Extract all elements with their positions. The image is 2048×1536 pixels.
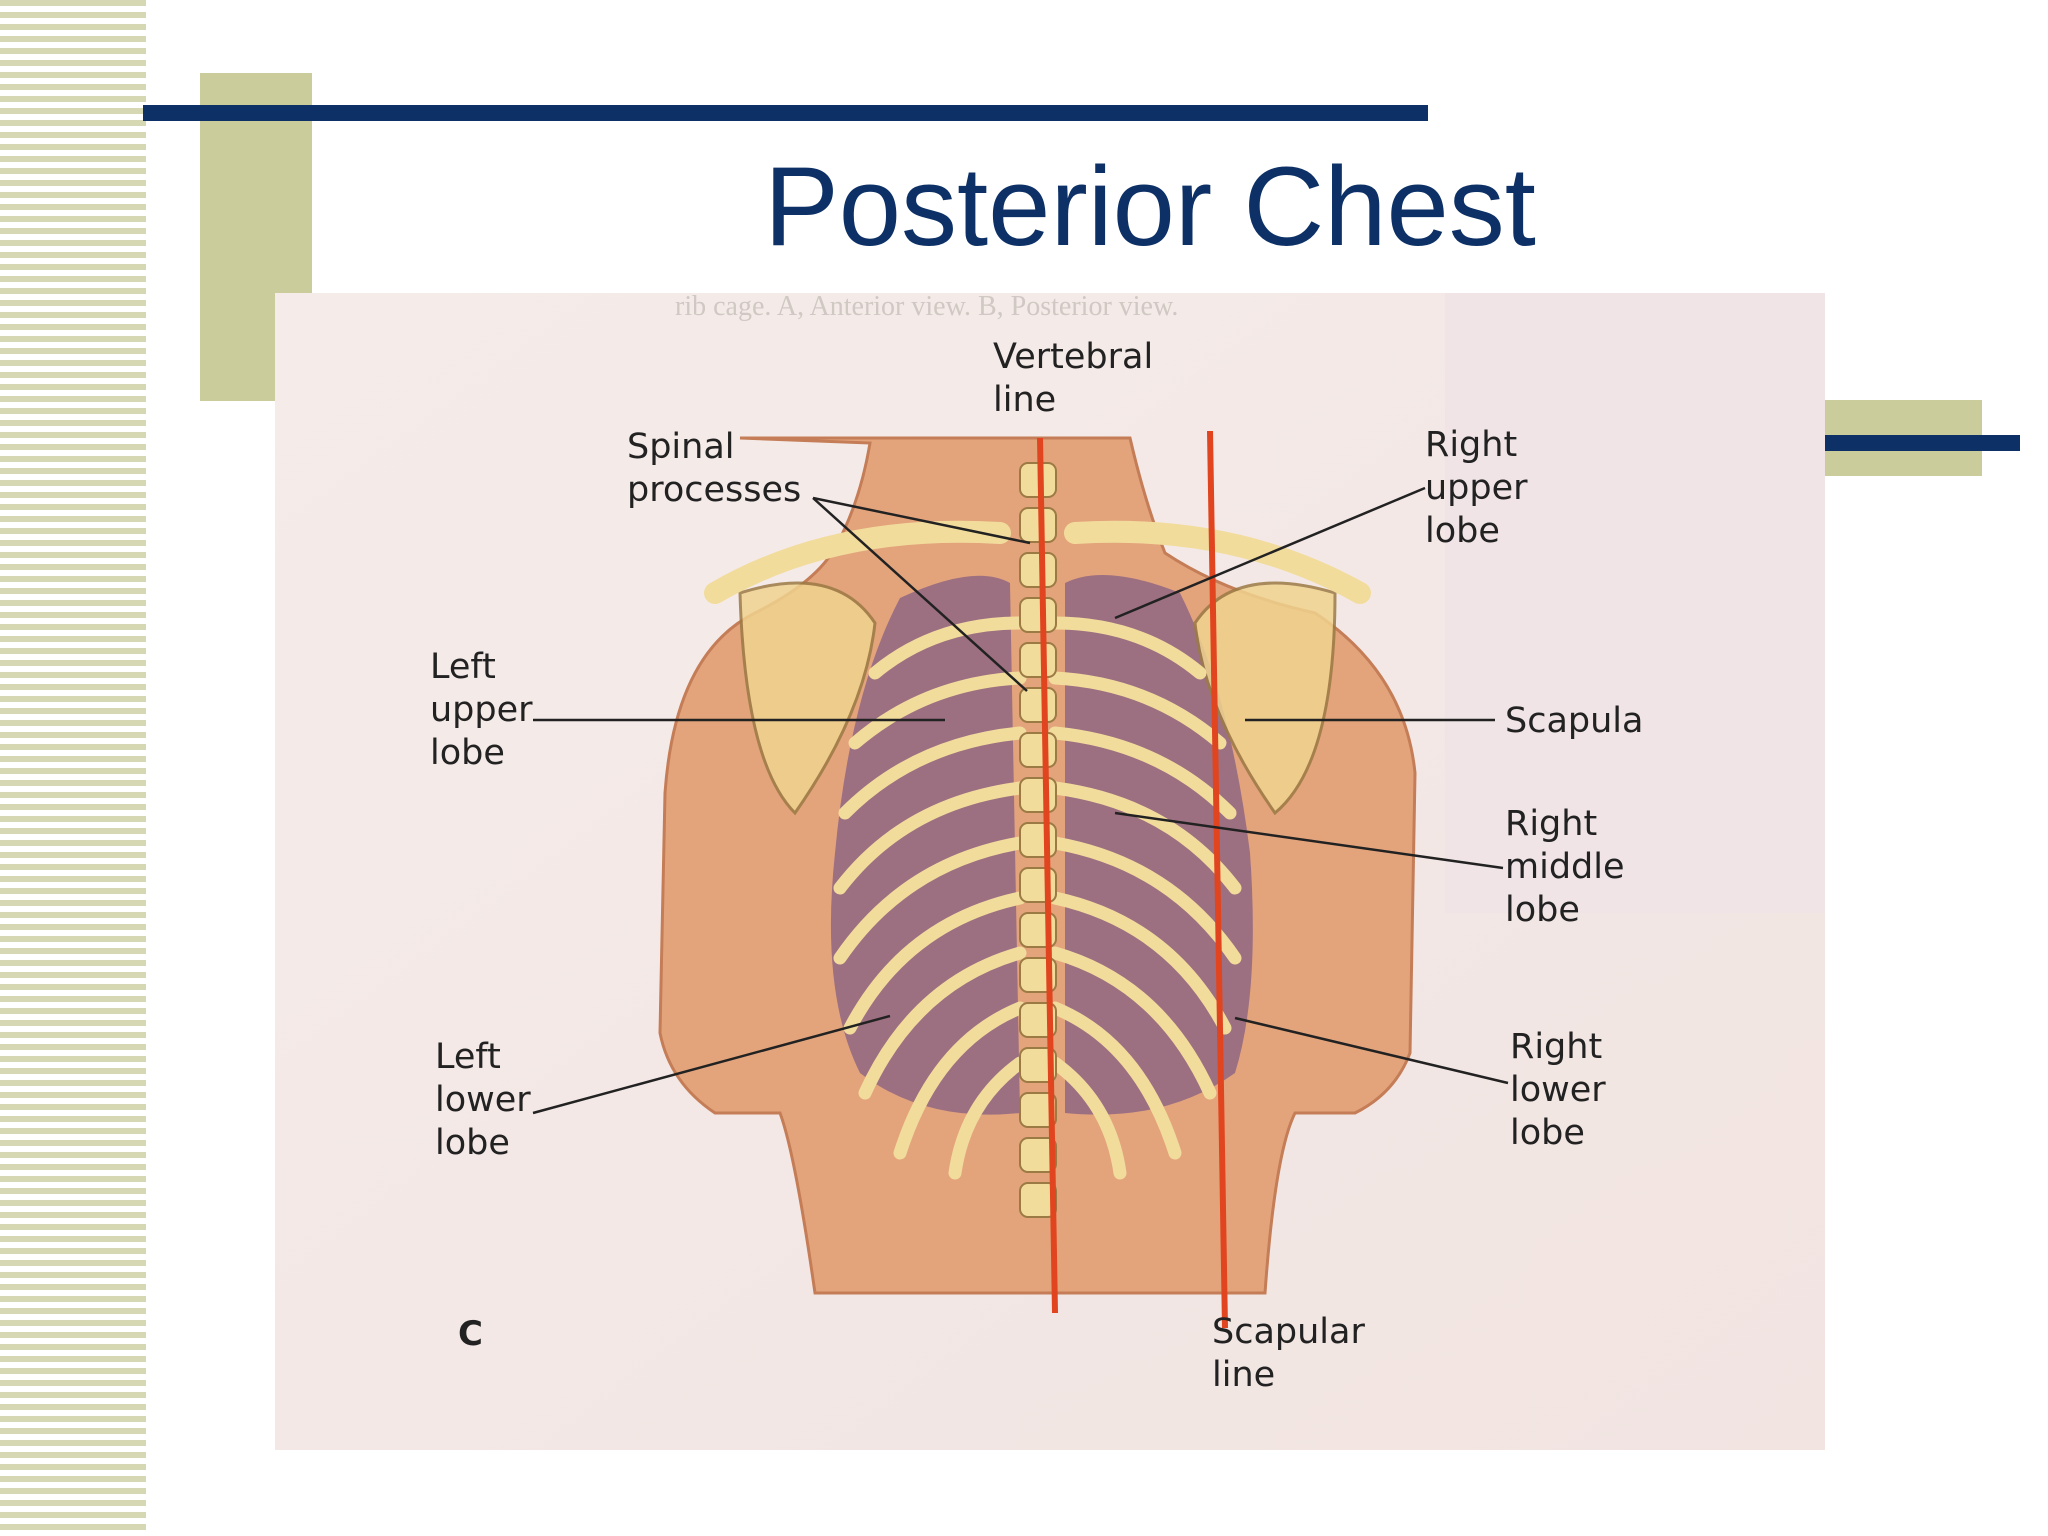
caption-fragment: rib cage. A, Anterior view. B, Posterior…: [675, 293, 1178, 322]
label-right-upper-lobe-1: Right: [1425, 425, 1517, 465]
label-right-lower-lobe-1: Right: [1510, 1027, 1602, 1067]
vertebral-line: [1037, 437, 1058, 1314]
right-scapula: [1193, 581, 1337, 816]
label-left-upper-lobe-1: Left: [430, 647, 496, 687]
label-right-middle-lobe-1: Right: [1505, 804, 1597, 844]
navy-rule-top: [143, 105, 1428, 121]
label-vertebral-line-1: Vertebral: [993, 337, 1153, 377]
label-left-lower-lobe-1: Left: [435, 1037, 501, 1077]
label-scapular-line-1: Scapular: [1212, 1312, 1365, 1352]
label-left-upper-lobe-3: lobe: [430, 733, 505, 773]
posterior-chest-figure: rib cage. A, Anterior view. B, Posterior…: [275, 293, 1825, 1450]
label-left-upper-lobe-2: upper: [430, 690, 533, 730]
label-scapula: Scapula: [1505, 701, 1643, 741]
label-right-lower-lobe-3: lobe: [1510, 1113, 1585, 1153]
label-right-upper-lobe-2: upper: [1425, 468, 1528, 508]
right-ribs: [1048, 616, 1242, 1180]
left-ribs: [833, 616, 1027, 1180]
label-vertebral-line-2: line: [993, 380, 1056, 420]
slide-title: Posterior Chest: [764, 144, 1536, 269]
leader-lines: [532, 486, 1509, 1115]
navy-rule-right: [1800, 435, 2020, 451]
label-left-lower-lobe-2: lower: [435, 1080, 531, 1120]
panel-letter: C: [458, 1314, 483, 1354]
figure-background-shade: [1445, 293, 1825, 913]
label-right-upper-lobe-3: lobe: [1425, 511, 1500, 551]
label-scapular-line-2: line: [1212, 1355, 1275, 1395]
scapular-line: [1207, 430, 1228, 1329]
label-left-lower-lobe-3: lobe: [435, 1123, 510, 1163]
right-clavicle: [1064, 520, 1371, 604]
label-right-lower-lobe-2: lower: [1510, 1070, 1606, 1110]
label-right-middle-lobe-2: middle: [1505, 847, 1625, 887]
left-scapula: [738, 581, 877, 816]
decorative-stripes: [0, 0, 146, 1536]
label-spinal-processes-2: processes: [627, 470, 801, 510]
label-spinal-processes-1: Spinal: [627, 427, 735, 467]
left-clavicle: [704, 520, 1011, 604]
posterior-chest-diagram: rib cage. A, Anterior view. B, Posterior…: [275, 293, 1825, 1450]
label-right-middle-lobe-3: lobe: [1505, 890, 1580, 930]
